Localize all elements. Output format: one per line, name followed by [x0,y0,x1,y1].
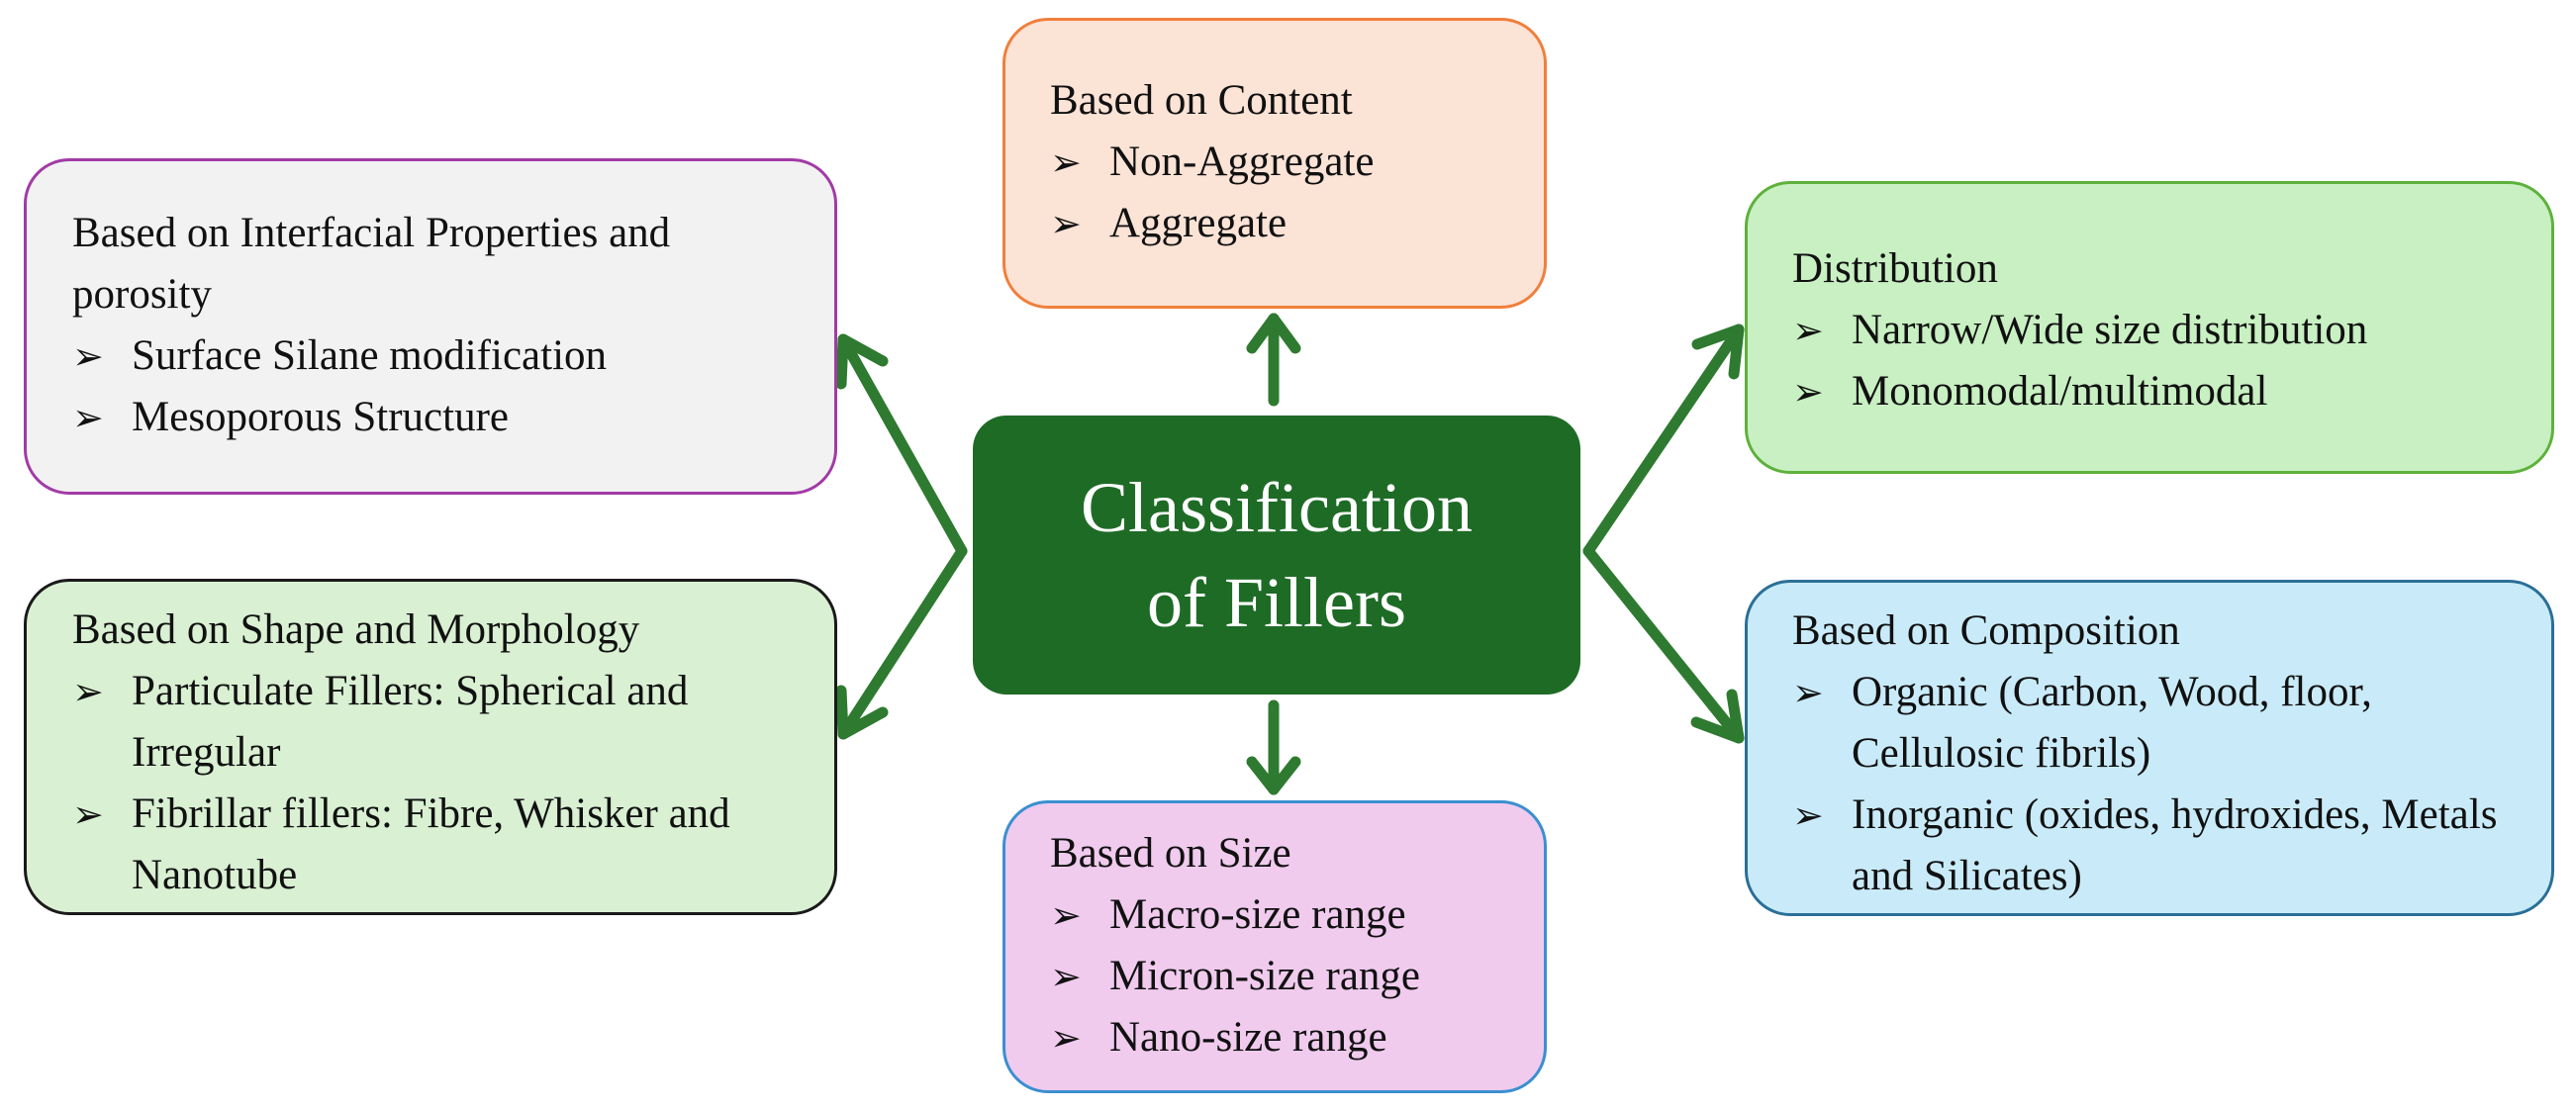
distribution-list: ➢Narrow/Wide size distribution ➢Monomoda… [1792,300,2531,422]
arrowhead-composition [1690,689,1745,744]
composition-box: Based on Composition ➢Organic (Carbon, W… [1745,580,2554,916]
arrowhead-size [1246,756,1301,795]
list-item: ➢Particulate Fillers: Spherical and Irre… [72,661,824,784]
arrow-bullet-icon: ➢ [72,670,104,713]
arrowhead-content [1246,313,1301,354]
arrow-bullet-icon: ➢ [1050,1016,1082,1060]
arrow-bullet-icon: ➢ [72,396,104,439]
distribution-title: Distribution [1792,245,1998,292]
list-item: ➢Monomodal/multimodal [1792,361,2531,422]
center-title-line1: Classification [1081,468,1473,547]
arrowhead-distribution [1691,324,1745,380]
list-item: ➢Fibrillar fillers: Fibre, Whisker and N… [72,784,824,906]
arrow-bullet-icon: ➢ [1792,671,1824,714]
arrow-bullet-icon: ➢ [1792,309,1824,352]
arrow-to-shape [837,545,968,740]
arrow-to-composition [1582,545,1745,744]
list-item: ➢Nano-size range [1050,1007,1544,1068]
arrowhead-shape [835,685,889,740]
list-item: ➢Non-Aggregate [1050,132,1544,193]
arrowhead-interfacial [835,333,889,390]
composition-title: Based on Composition [1792,607,2180,654]
list-item: ➢Micron-size range [1050,946,1544,1007]
arrow-to-interfacial [837,333,968,557]
interfacial-list: ➢Surface Silane modification ➢Mesoporous… [72,325,814,448]
arrow-bullet-icon: ➢ [1050,140,1082,184]
interfacial-title: Based on Interfacial Properties and poro… [72,210,671,318]
size-title: Based on Size [1050,830,1291,877]
list-item: ➢Inorganic (oxides, hydroxides, Metals a… [1792,785,2541,907]
arrow-bullet-icon: ➢ [1050,893,1082,937]
arrow-bullet-icon: ➢ [1792,370,1824,414]
arrow-to-distribution [1582,324,1745,557]
interfacial-box: Based on Interfacial Properties and poro… [24,158,837,495]
list-item: ➢Macro-size range [1050,884,1544,946]
center-title-line2: of Fillers [1147,563,1406,642]
shape-title: Based on Shape and Morphology [72,606,640,653]
size-list: ➢Macro-size range ➢Micron-size range ➢Na… [1050,884,1544,1068]
list-item: ➢Organic (Carbon, Wood, floor, Cellulosi… [1792,662,2541,785]
list-item: ➢Aggregate [1050,193,1544,254]
shape-box: Based on Shape and Morphology ➢Particula… [24,579,837,915]
center-node: Classification of Fillers [973,416,1580,695]
content-box: Based on Content ➢Non-Aggregate ➢Aggrega… [1002,18,1547,309]
arrow-bullet-icon: ➢ [1050,955,1082,998]
list-item: ➢Narrow/Wide size distribution [1792,300,2531,361]
arrow-bullet-icon: ➢ [72,792,104,836]
size-box: Based on Size ➢Macro-size range ➢Micron-… [1002,800,1547,1093]
arrow-bullet-icon: ➢ [1050,202,1082,245]
list-item: ➢Surface Silane modification [72,325,814,387]
arrow-bullet-icon: ➢ [1792,793,1824,837]
list-item: ➢Mesoporous Structure [72,387,814,448]
shape-list: ➢Particulate Fillers: Spherical and Irre… [72,661,824,906]
distribution-box: Distribution ➢Narrow/Wide size distribut… [1745,181,2554,474]
arrow-bullet-icon: ➢ [72,334,104,378]
composition-list: ➢Organic (Carbon, Wood, floor, Cellulosi… [1792,662,2541,907]
content-list: ➢Non-Aggregate ➢Aggregate [1050,132,1544,254]
content-title: Based on Content [1050,77,1353,124]
